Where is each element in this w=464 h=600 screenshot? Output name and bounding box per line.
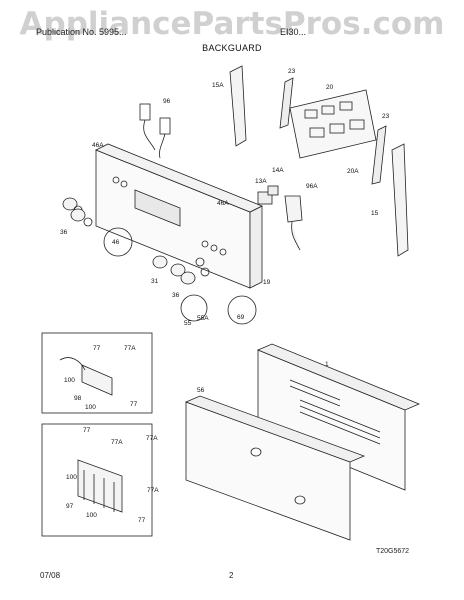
callout-20: 20 (326, 84, 334, 91)
callout-100-box1a: 100 (64, 377, 75, 384)
footer-date: 07/08 (40, 571, 61, 580)
callout-77-box1: 77 (93, 345, 101, 352)
section-title: BACKGUARD (202, 43, 262, 53)
knobs-left (62, 197, 93, 227)
callout-13a: 13A (255, 178, 267, 185)
callout-77-box2b: 77 (138, 517, 146, 524)
bracket-23-right (371, 125, 387, 185)
callout-23b: 23 (382, 113, 390, 120)
callout-100-box2b: 100 (86, 512, 97, 519)
callout-31: 31 (151, 278, 159, 285)
publication-number: Publication No. 5995... (36, 27, 127, 37)
callout-77-box1b: 77 (130, 401, 138, 408)
callout-69: 69 (237, 314, 245, 321)
bottom-plate-56 (184, 395, 366, 541)
detail-circle-46 (103, 227, 133, 257)
switch-13a (267, 185, 279, 196)
watermark: AppliancePartsPros.com (19, 6, 445, 42)
callout-46a-left: 46A (92, 142, 104, 149)
callout-55: 55 (184, 320, 192, 327)
callout-96a: 96A (306, 183, 318, 190)
callout-20a: 20A (347, 168, 359, 175)
diagram-code: T20G5672 (376, 548, 410, 555)
callout-100-box1b: 100 (85, 404, 96, 411)
side-bracket-15a (229, 65, 247, 147)
wire-harness-96 (139, 103, 171, 159)
detail-circle-69 (227, 295, 257, 325)
model-number: EI30... (280, 27, 307, 37)
callout-46: 46 (112, 239, 120, 246)
callout-100-box2a: 100 (66, 474, 77, 481)
callout-23a: 23 (288, 68, 296, 75)
callout-19: 19 (263, 279, 271, 286)
rear-panel-1 (256, 343, 421, 491)
detail-box-1 (41, 332, 153, 414)
bracket-23-left (279, 77, 294, 129)
callout-97: 97 (66, 503, 74, 510)
callout-77a-box1: 77A (124, 345, 136, 352)
side-bracket-15 (391, 143, 409, 257)
wire-harness-96a (284, 195, 303, 251)
callout-77-box2: 77 (83, 427, 91, 434)
callout-56: 56 (197, 387, 205, 394)
page-number: 2 (229, 571, 234, 580)
callout-36-left: 36 (60, 229, 68, 236)
detail-circle-55 (180, 294, 208, 322)
callout-96: 96 (163, 98, 171, 105)
callout-15a: 15A (212, 82, 224, 89)
detail-box-2 (41, 423, 153, 537)
callout-46a-mid: 46A (217, 200, 229, 207)
knobs-middle (152, 255, 210, 285)
callout-77a-box2a: 77A (111, 439, 123, 446)
callout-77a-box2c: 77A (147, 487, 159, 494)
control-panel-part (95, 143, 263, 289)
callout-14a: 14A (272, 167, 284, 174)
callout-15: 15 (371, 210, 379, 217)
callout-55a: 55A (197, 315, 209, 322)
callout-77a-box2b: 77A (146, 435, 158, 442)
electronic-control-20 (289, 89, 377, 159)
callout-36-mid: 36 (172, 292, 180, 299)
callout-1: 1 (325, 361, 329, 368)
callout-labels: 96 15A 23 20 23 46A 14A 13A 96A 20A 15 4… (60, 68, 390, 524)
callout-98: 98 (74, 395, 82, 402)
